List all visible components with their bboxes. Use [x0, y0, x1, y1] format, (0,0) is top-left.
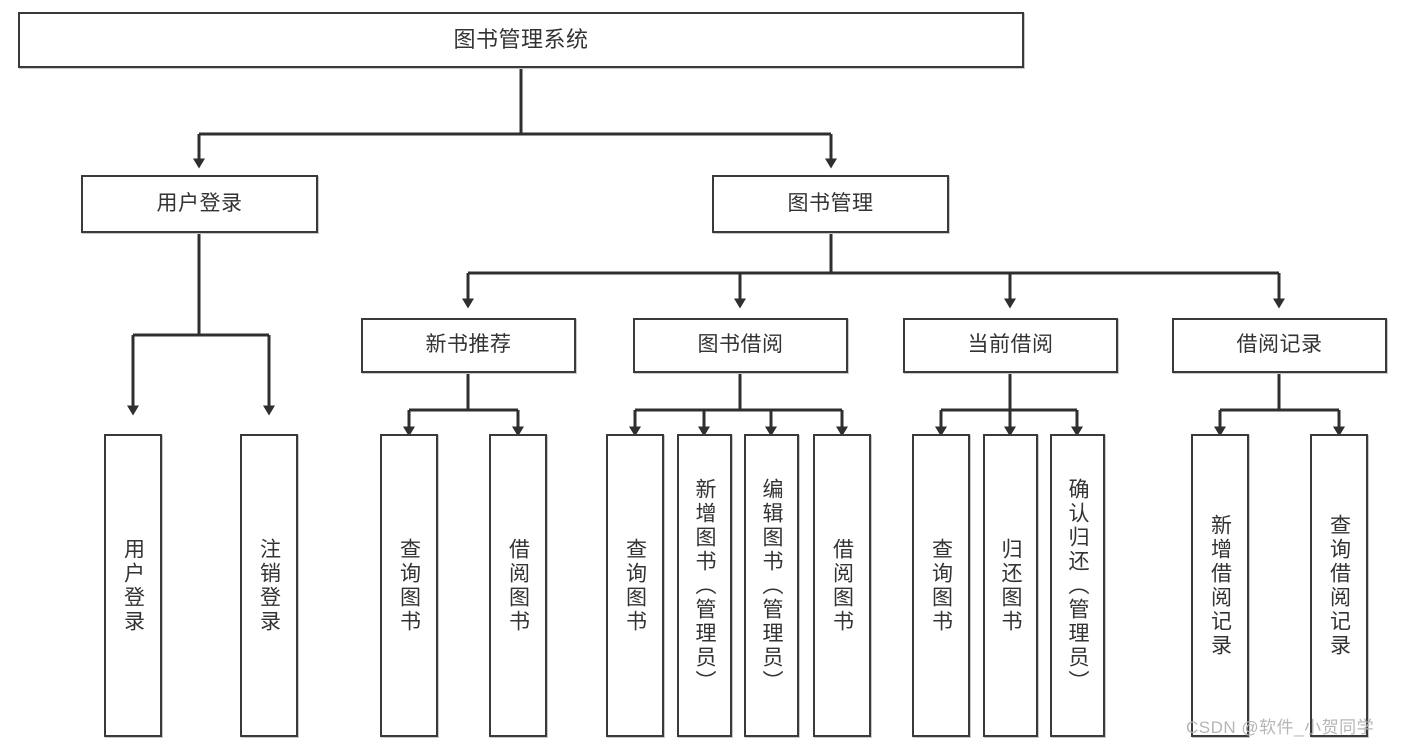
node-user-login[interactable]: 用户登录	[81, 175, 318, 233]
node-current-borrow-label: 当前借阅	[967, 333, 1054, 357]
leaf-record-add-record-label: 新增借阅记录	[1208, 513, 1232, 658]
leaf-user-login[interactable]: 用户登录	[104, 434, 162, 737]
leaf-borrow-borrow-book-label: 借阅图书	[830, 537, 854, 634]
leaf-borrow-borrow-book[interactable]: 借阅图书	[813, 434, 871, 737]
leaf-current-return-book[interactable]: 归还图书	[983, 434, 1038, 737]
leaf-borrow-query-book-label: 查询图书	[623, 537, 647, 634]
leaf-user-login-label: 用户登录	[121, 537, 145, 634]
leaf-current-confirm-return-label: 确认归还（管理员）	[1066, 477, 1089, 694]
node-root-label: 图书管理系统	[453, 27, 589, 53]
leaf-borrow-query-book[interactable]: 查询图书	[606, 434, 664, 737]
leaf-record-query-record[interactable]: 查询借阅记录	[1310, 434, 1368, 737]
leaf-borrow-edit-book-label: 编辑图书（管理员）	[760, 477, 783, 694]
node-user-login-label: 用户登录	[156, 191, 243, 215]
node-borrow-record-label: 借阅记录	[1236, 333, 1323, 357]
leaf-borrow-add-book-label: 新增图书（管理员）	[693, 477, 716, 694]
leaf-current-return-book-label: 归还图书	[999, 537, 1022, 634]
leaf-record-query-record-label: 查询借阅记录	[1327, 513, 1351, 658]
node-book-manage-label: 图书管理	[787, 191, 874, 215]
leaf-borrow-add-book[interactable]: 新增图书（管理员）	[677, 434, 732, 737]
leaf-recommend-query-book-label: 查询图书	[397, 537, 421, 634]
leaf-current-confirm-return[interactable]: 确认归还（管理员）	[1050, 434, 1105, 737]
node-book-borrow-label: 图书借阅	[697, 333, 784, 357]
leaf-user-logout[interactable]: 注销登录	[240, 434, 298, 737]
node-root[interactable]: 图书管理系统	[18, 12, 1024, 68]
node-new-book-recommend[interactable]: 新书推荐	[361, 318, 576, 373]
leaf-borrow-edit-book[interactable]: 编辑图书（管理员）	[744, 434, 799, 737]
node-current-borrow[interactable]: 当前借阅	[903, 318, 1118, 373]
leaf-recommend-borrow-book[interactable]: 借阅图书	[489, 434, 547, 737]
node-new-book-recommend-label: 新书推荐	[425, 333, 512, 357]
node-borrow-record[interactable]: 借阅记录	[1172, 318, 1387, 373]
node-book-manage[interactable]: 图书管理	[712, 175, 949, 233]
leaf-current-query-book-label: 查询图书	[929, 537, 953, 634]
leaf-recommend-query-book[interactable]: 查询图书	[380, 434, 438, 737]
node-book-borrow[interactable]: 图书借阅	[633, 318, 848, 373]
leaf-user-logout-label: 注销登录	[257, 537, 281, 634]
leaf-current-query-book[interactable]: 查询图书	[912, 434, 970, 737]
leaf-recommend-borrow-book-label: 借阅图书	[506, 537, 530, 634]
leaf-record-add-record[interactable]: 新增借阅记录	[1191, 434, 1249, 737]
